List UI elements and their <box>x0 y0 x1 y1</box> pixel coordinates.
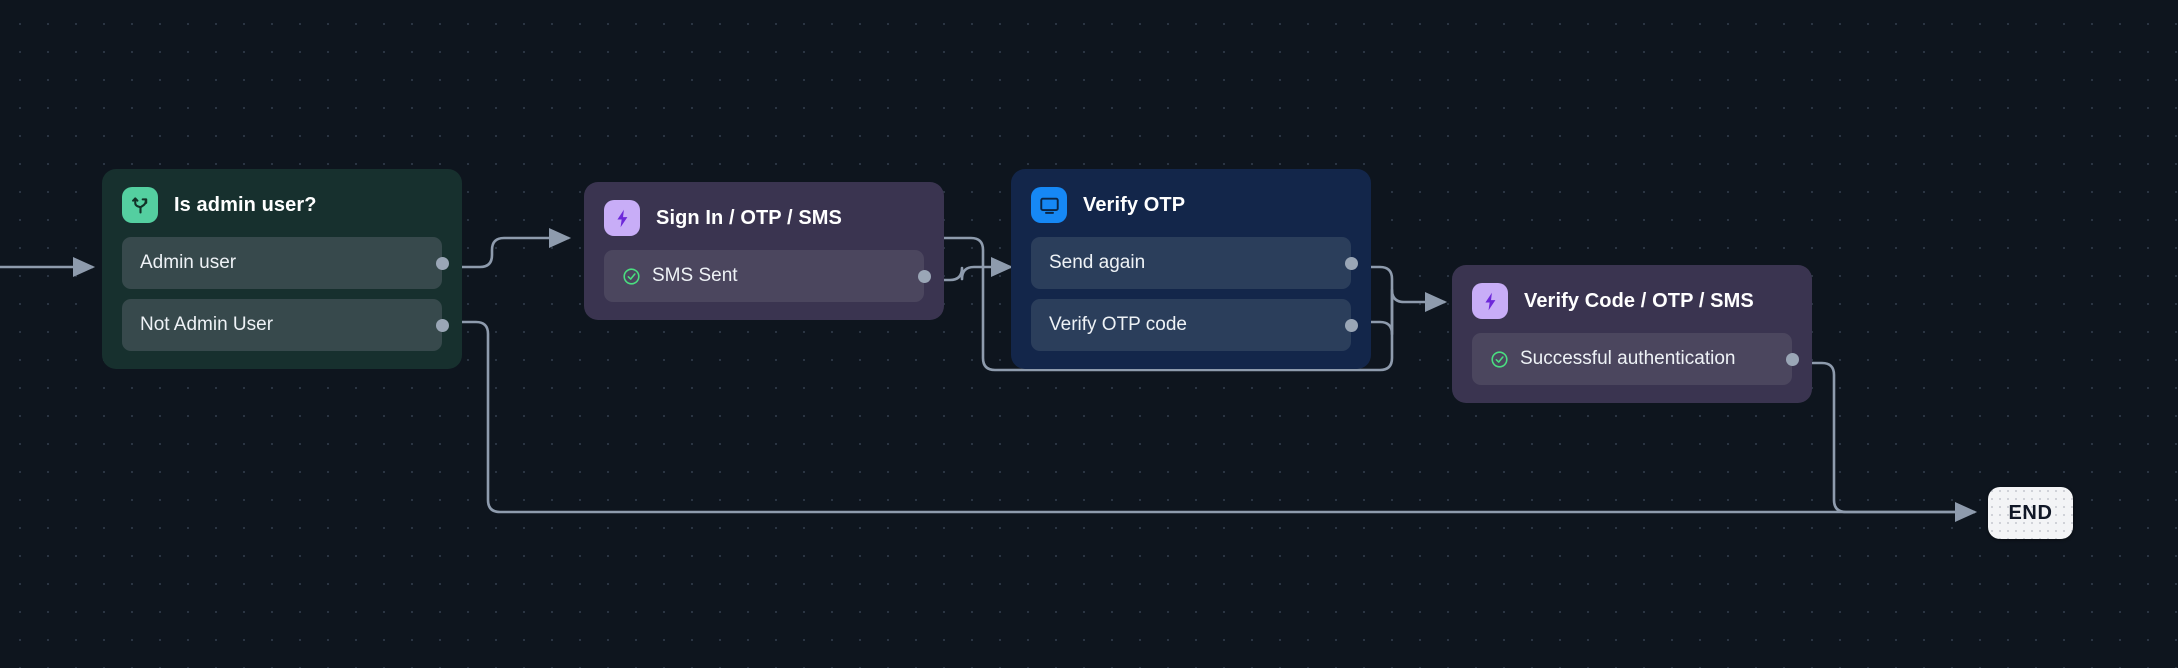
row-output-handle[interactable] <box>1344 318 1358 332</box>
node-rows: Admin user Not Admin User <box>102 237 462 369</box>
node-row-send-again[interactable]: Send again <box>1031 237 1358 289</box>
node-rows: Successful authentication <box>1452 333 1812 403</box>
row-label: SMS Sent <box>652 265 738 286</box>
node-title: Verify Code / OTP / SMS <box>1524 289 1754 312</box>
check-circle-icon <box>1490 350 1509 369</box>
row-label: Successful authentication <box>1520 348 1736 369</box>
row-label: Admin user <box>140 252 237 273</box>
node-row-verify-otp-code[interactable]: Verify OTP code <box>1031 299 1358 351</box>
node-header: Verify OTP <box>1011 169 1371 237</box>
node-header: Verify Code / OTP / SMS <box>1452 265 1812 333</box>
node-header: Is admin user? <box>102 169 462 237</box>
end-label: END <box>2008 501 2053 524</box>
node-is-admin-user[interactable]: Is admin user? Admin user Not Admin User <box>102 169 462 369</box>
node-row-sms-sent[interactable]: SMS Sent <box>604 250 931 302</box>
node-verify-code-otp-sms[interactable]: Verify Code / OTP / SMS Successful authe… <box>1452 265 1812 403</box>
row-output-handle[interactable] <box>435 318 449 332</box>
row-label: Send again <box>1049 252 1146 273</box>
edge-admin-user-to-sign-in <box>450 227 572 269</box>
row-output-handle[interactable] <box>1785 352 1799 366</box>
edge-successful-auth-to-end <box>1792 361 1978 523</box>
node-sign-in-otp-sms[interactable]: Sign In / OTP / SMS SMS Sent <box>584 182 944 320</box>
node-header: Sign In / OTP / SMS <box>584 182 944 250</box>
row-label: Verify OTP code <box>1049 314 1187 335</box>
node-title: Is admin user? <box>174 193 317 216</box>
lightning-bolt-icon <box>1472 283 1508 319</box>
node-title: Verify OTP <box>1083 193 1186 216</box>
node-end-terminal[interactable]: END <box>1988 487 2073 539</box>
branch-fork-icon <box>122 187 158 223</box>
check-circle-icon <box>622 267 641 286</box>
node-verify-otp[interactable]: Verify OTP Send again Verify OTP code <box>1011 169 1371 369</box>
node-row-successful-authentication[interactable]: Successful authentication <box>1472 333 1799 385</box>
node-row-admin-user[interactable]: Admin user <box>122 237 449 289</box>
row-output-handle[interactable] <box>917 269 931 283</box>
lightning-bolt-icon <box>604 200 640 236</box>
node-row-not-admin-user[interactable]: Not Admin User <box>122 299 449 351</box>
node-rows: Send again Verify OTP code <box>1011 237 1371 369</box>
node-rows: SMS Sent <box>584 250 944 320</box>
monitor-screen-icon <box>1031 187 1067 223</box>
node-title: Sign In / OTP / SMS <box>656 206 842 229</box>
row-label: Not Admin User <box>140 314 274 335</box>
row-output-handle[interactable] <box>435 256 449 270</box>
row-output-handle[interactable] <box>1344 256 1358 270</box>
